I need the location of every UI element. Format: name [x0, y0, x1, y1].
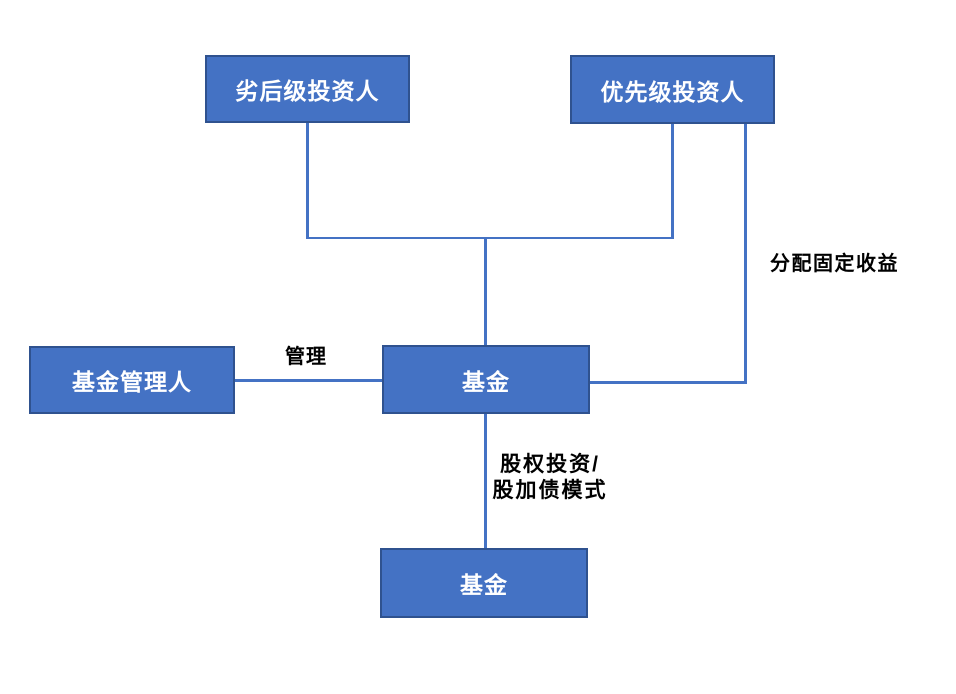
node-senior-investor: 优先级投资人: [570, 55, 775, 124]
node-fund-manager: 基金管理人: [29, 346, 235, 414]
node-fund-middle-label: 基金: [462, 368, 510, 395]
edge-label-equity-investment-mode: 股权投资/ 股加债模式: [492, 453, 608, 502]
node-fund-bottom: 基金: [380, 548, 588, 618]
connector-fund-to-fund-line: [484, 413, 487, 549]
connector-senior-down-line: [671, 123, 674, 239]
node-subordinated-investor: 劣后级投资人: [205, 55, 410, 123]
node-fund-bottom-label: 基金: [460, 572, 508, 598]
edge-label-distribute-fixed-income: 分配固定收益: [770, 253, 899, 275]
node-fund-middle: 基金: [382, 345, 590, 414]
connector-fixed-income-vertical-line: [744, 123, 747, 383]
connector-fixed-income-elbow-line: [589, 381, 747, 384]
node-senior-investor-label: 优先级投资人: [600, 78, 745, 105]
node-subordinated-investor-label: 劣后级投资人: [235, 78, 380, 104]
connector-manager-fund-line: [234, 379, 383, 382]
connector-horizontal-joiner-line: [306, 236, 673, 239]
connector-subordinated-down-line: [306, 122, 309, 239]
edge-label-manage: 管理: [285, 346, 327, 368]
node-fund-manager-label: 基金管理人: [72, 369, 192, 395]
connector-to-fund-line: [484, 237, 487, 346]
